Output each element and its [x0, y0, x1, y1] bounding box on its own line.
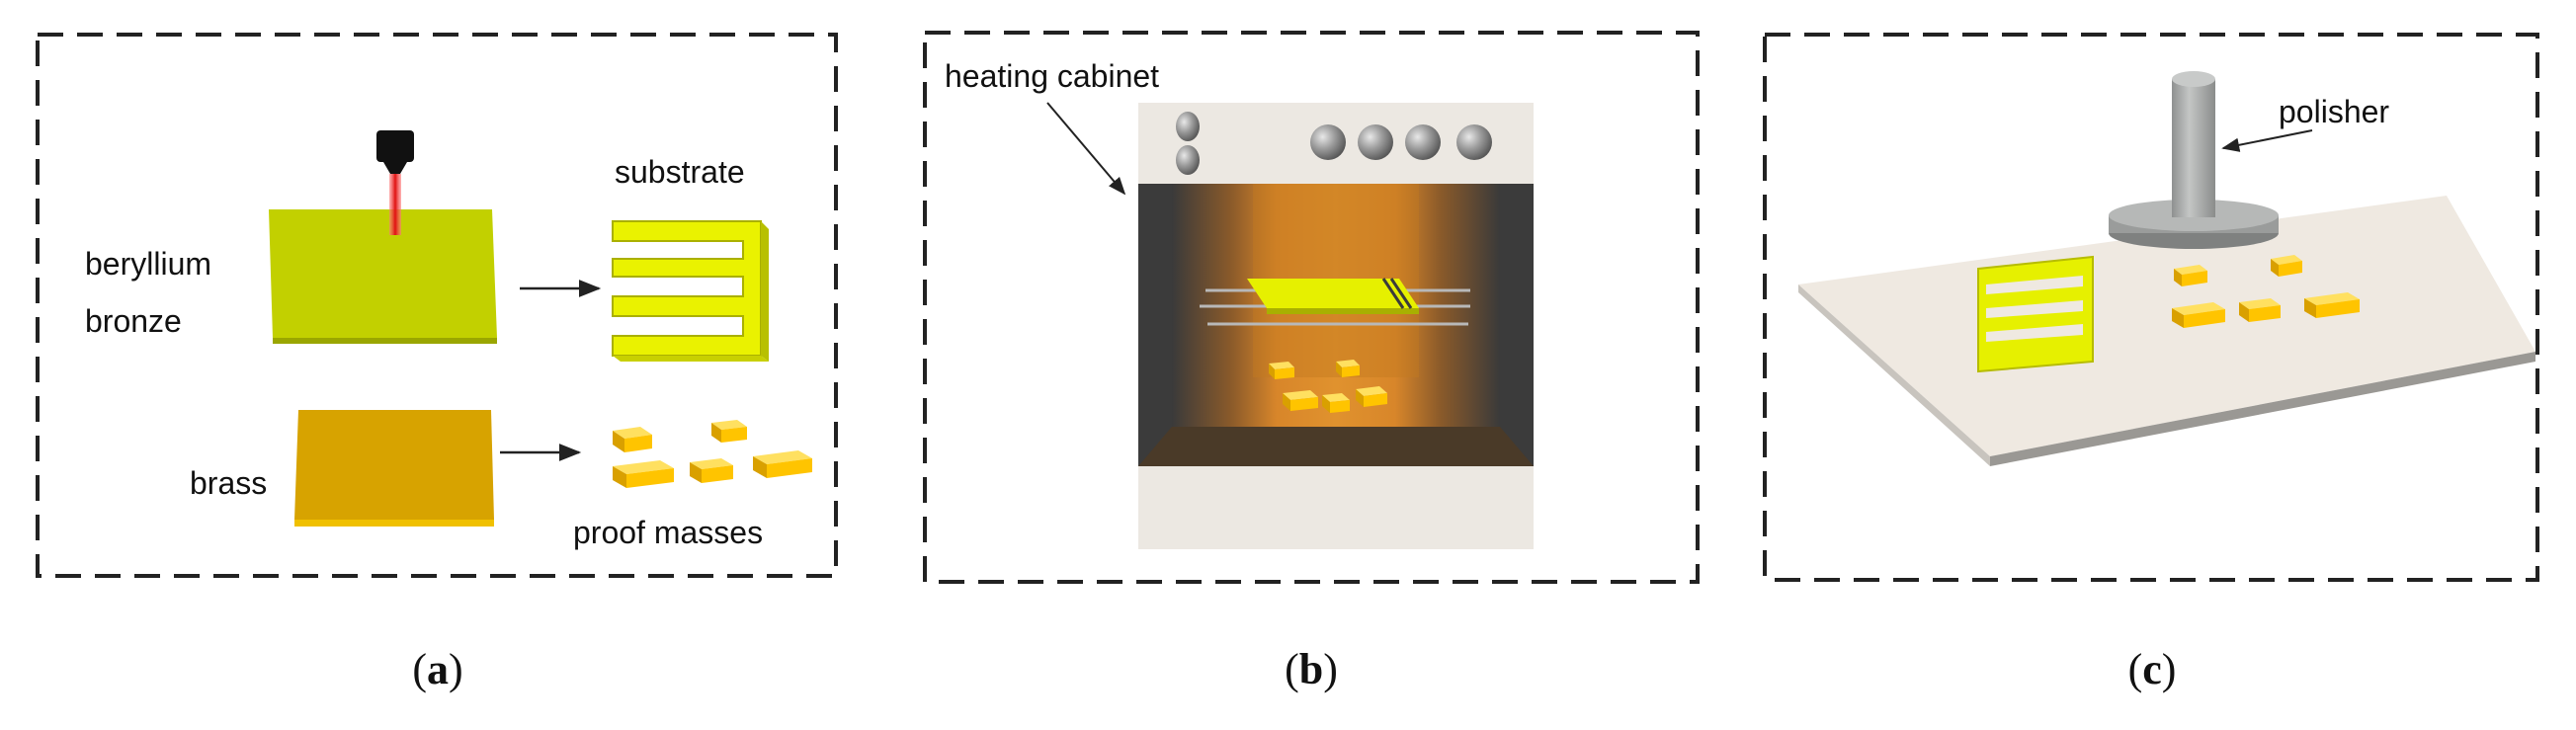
- proof-mass: [2271, 255, 2302, 277]
- proof-mass: [1356, 386, 1387, 407]
- caption-letter-a: a: [427, 645, 449, 693]
- proof-mass: [1322, 393, 1350, 413]
- oven-knob-icon: [1456, 124, 1492, 160]
- proof-masses-in-oven: [1269, 360, 1387, 413]
- proof-mass: [1269, 362, 1294, 379]
- proof-masses-group: [613, 420, 812, 488]
- caption-letter-c: c: [2142, 645, 2162, 693]
- label-polisher: polisher: [2279, 94, 2389, 129]
- proof-mass: [2174, 265, 2207, 286]
- proof-mass: [1336, 360, 1360, 377]
- label-proof-masses: proof masses: [573, 515, 763, 550]
- proof-mass: [2304, 292, 2360, 318]
- substrate-on-table: [1977, 255, 2094, 373]
- panel-a-frame: [36, 33, 838, 578]
- caption-c: (c): [2128, 645, 2177, 693]
- caption-open: (: [412, 645, 427, 693]
- label-substrate: substrate: [615, 154, 745, 190]
- label-brass: brass: [190, 465, 267, 501]
- caption-close: ): [449, 645, 463, 693]
- label-bronze: bronze: [85, 303, 182, 339]
- laser-beam: [389, 174, 401, 235]
- substrate-part: [612, 220, 769, 362]
- panel-b-frame: [923, 31, 1700, 584]
- label-heating-cabinet: heating cabinet: [945, 58, 1159, 94]
- proof-mass: [753, 450, 812, 478]
- caption-b: (b): [1285, 645, 1338, 693]
- panel-c: polisher: [1763, 33, 2539, 582]
- oven-knob-icon: [1405, 124, 1441, 160]
- proof-mass: [2239, 298, 2281, 322]
- laser-head-icon: [376, 130, 414, 235]
- chamber-floor: [1138, 427, 1534, 466]
- panel-c-frame: [1763, 33, 2539, 582]
- beryllium-bronze-plate: [269, 209, 497, 344]
- caption-open: (: [2128, 645, 2143, 693]
- panel-a: beryllium bronze substrate brass: [36, 33, 838, 578]
- oven-knob-icon: [1310, 124, 1346, 160]
- caption-open: (: [1285, 645, 1299, 693]
- pointer-heating-cabinet: [1046, 102, 1126, 196]
- caption-close: ): [2162, 645, 2177, 693]
- proof-mass: [1283, 390, 1318, 411]
- panel-b: heating cabinet: [923, 31, 1700, 584]
- substrate-in-oven: [1247, 278, 1419, 314]
- caption-a: (a): [412, 645, 462, 693]
- polisher-icon: [2109, 71, 2279, 249]
- proof-mass: [613, 460, 674, 488]
- label-beryllium: beryllium: [85, 246, 211, 282]
- proof-masses-on-table: [2172, 255, 2360, 328]
- proof-mass: [2172, 302, 2225, 328]
- proof-mass: [613, 427, 652, 452]
- pointer-polisher: [2221, 129, 2313, 152]
- proof-mass: [711, 420, 747, 443]
- oven-knob-icon: [1176, 145, 1200, 175]
- proof-mass: [690, 458, 733, 483]
- brass-plate: [294, 410, 494, 527]
- oven-knob-icon: [1358, 124, 1393, 160]
- caption-close: ): [1323, 645, 1338, 693]
- caption-letter-b: b: [1299, 645, 1323, 693]
- oven-knob-icon: [1176, 112, 1200, 141]
- work-table: [1798, 196, 2535, 466]
